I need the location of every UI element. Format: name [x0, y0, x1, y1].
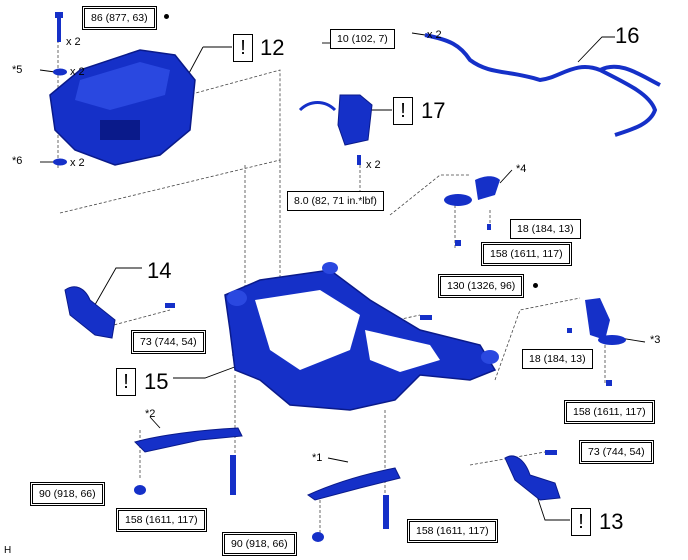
torque-spec: 158 (1611, 117) [481, 242, 572, 266]
bolt-part-130 [420, 315, 432, 320]
quantity-label: x 2 [70, 157, 85, 169]
bracket-part [298, 94, 373, 165]
note-ref-label: *6 [12, 155, 23, 167]
torque-spec: 18 (184, 13) [510, 219, 581, 239]
bolt-part-1 [312, 495, 389, 542]
arm-13-part [504, 455, 561, 501]
arm-14-part [64, 286, 116, 339]
quantity-label: x 2 [66, 36, 81, 48]
torque-spec: 10 (102, 7) [330, 29, 395, 49]
note-ref-label: *5 [12, 64, 23, 76]
washer-part [53, 68, 67, 76]
note-ref-label: *2 [145, 408, 156, 420]
quantity-label: x 2 [70, 66, 85, 78]
torque-spec: 73 (744, 54) [579, 440, 654, 464]
torque-spec: 158 (1611, 117) [564, 400, 655, 424]
transaxle-part [49, 49, 196, 166]
lower-arm-1-part [307, 467, 401, 501]
note-ref-label: *1 [312, 452, 323, 464]
torque-spec: 90 (918, 66) [222, 532, 297, 556]
torque-spec: 130 (1326, 96) [437, 274, 525, 298]
torque-spec: 8.0 (82, 71 in.*lbf) [287, 191, 384, 211]
torque-spec: 90 (918, 66) [30, 482, 105, 506]
notice-icon: ! [116, 368, 136, 396]
callout-15: 15 [144, 369, 169, 394]
notice-icon: ! [393, 97, 413, 125]
suspension-member-part [224, 262, 499, 411]
lower-arm-2-part [134, 427, 243, 453]
torque-spec: 86 (877, 63) [82, 6, 157, 30]
callout-12: 12 [260, 35, 285, 60]
torque-spec: 73 (744, 54) [131, 330, 206, 354]
washer-part-lower [53, 158, 67, 166]
note-ref-label: *4 [516, 163, 527, 175]
quantity-label: x 2 [427, 29, 442, 41]
upper-mount-part [444, 176, 500, 246]
knuckle-part [567, 298, 626, 386]
notice-icon: ! [233, 34, 253, 62]
torque-spec: 158 (1611, 117) [407, 519, 498, 543]
callout-13: 13 [599, 509, 624, 534]
callout-14: 14 [147, 258, 172, 283]
bullet-dot [533, 283, 538, 288]
note-ref-label: *3 [650, 334, 661, 346]
bolt-part-2 [134, 455, 236, 495]
bolt-part-13 [545, 450, 557, 455]
callout-16: 16 [615, 23, 640, 48]
bolt-part-14 [165, 303, 175, 308]
torque-spec: 158 (1611, 117) [116, 508, 207, 532]
bullet-dot [164, 14, 169, 19]
bolt-part [55, 12, 63, 42]
notice-icon: ! [571, 508, 591, 536]
callout-17: 17 [421, 98, 446, 123]
wire-harness-part [424, 33, 661, 137]
quantity-label: x 2 [366, 159, 381, 171]
torque-spec: 18 (184, 13) [522, 349, 593, 369]
corner-letter: H [4, 545, 12, 556]
